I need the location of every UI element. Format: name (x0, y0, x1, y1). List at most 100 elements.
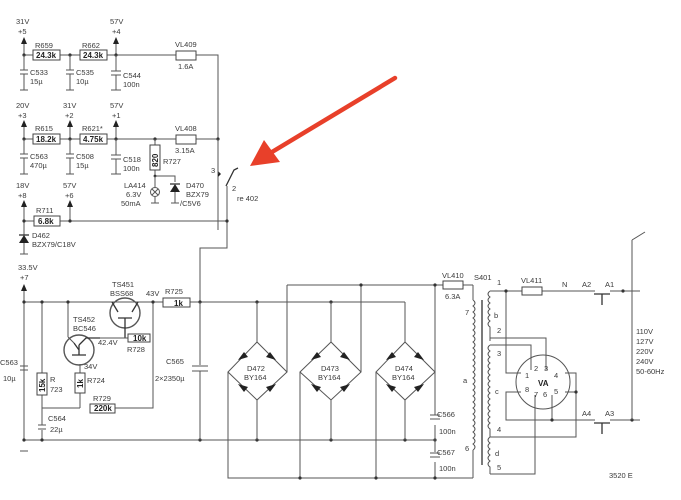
capacitor-c567: C567 100n (430, 448, 456, 473)
rail-31v-plus2: 31V +2 (63, 101, 76, 127)
svg-text:BZX79: BZX79 (186, 190, 209, 199)
svg-text:R727: R727 (163, 157, 181, 166)
svg-text:57V: 57V (110, 17, 123, 26)
svg-text:+1: +1 (112, 111, 121, 120)
svg-text:240V: 240V (636, 357, 654, 366)
zener-d462: D462 BZX79/C18V (19, 231, 76, 255)
svg-text:1: 1 (497, 278, 501, 287)
svg-text:15µ: 15µ (76, 161, 89, 170)
svg-text:1k: 1k (174, 299, 183, 308)
rail-20v-plus3: 20V +3 (16, 101, 29, 127)
rail-33v5-plus7: 33.5V +7 (18, 263, 38, 291)
svg-text:4: 4 (497, 425, 501, 434)
svg-text:+7: +7 (20, 273, 29, 282)
voltage-selector-va: VA 1 2 3 4 5 6 7 8 (515, 354, 571, 410)
svg-text:20V: 20V (16, 101, 29, 110)
svg-text:R725: R725 (165, 287, 183, 296)
svg-text:220k: 220k (94, 404, 112, 413)
svg-text:10µ: 10µ (76, 77, 89, 86)
svg-text:re 402: re 402 (237, 194, 258, 203)
svg-text:+2: +2 (65, 111, 74, 120)
voltage-43v: 43V (146, 289, 159, 298)
svg-text:723: 723 (50, 385, 63, 394)
svg-text:VA: VA (538, 379, 549, 388)
mains-switch: N A2 A1 A4 A3 (562, 280, 614, 434)
svg-text:7: 7 (534, 390, 538, 399)
svg-text:D472: D472 (247, 364, 265, 373)
svg-text:6: 6 (465, 444, 469, 453)
svg-text:A4: A4 (582, 409, 591, 418)
svg-text:+4: +4 (112, 27, 121, 36)
svg-text:TS451: TS451 (112, 280, 134, 289)
svg-text:100n: 100n (123, 164, 140, 173)
fuse-vl409: VL409 1.6A (175, 40, 197, 71)
svg-text:24.3k: 24.3k (83, 51, 104, 60)
svg-text:a: a (463, 376, 468, 385)
relay-contact-re402: 3 2 re 402 (199, 139, 258, 302)
svg-text:6.3V: 6.3V (126, 190, 141, 199)
svg-text:3: 3 (211, 166, 215, 175)
svg-text:4: 4 (554, 371, 558, 380)
rail-57v-plus6: 57V +6 (63, 181, 76, 207)
svg-text:R728: R728 (127, 345, 145, 354)
transistor-ts451: TS451 BSS68 (109, 280, 141, 338)
rail-57v-plus4: 57V +4 (110, 17, 123, 44)
svg-text:50mA: 50mA (121, 199, 141, 208)
svg-text:BY164: BY164 (318, 373, 341, 382)
svg-text:2: 2 (534, 364, 538, 373)
svg-text:15k: 15k (38, 378, 47, 392)
svg-text:18V: 18V (16, 181, 29, 190)
transistor-ts452: TS452 BC546 (63, 315, 100, 366)
resistor-r724: 1k R724 (74, 372, 105, 394)
svg-text:BY164: BY164 (392, 373, 415, 382)
svg-text:3.15A: 3.15A (175, 146, 195, 155)
transformer-s401: S401 7 a 6 b c d 1 2 3 4 5 (463, 273, 501, 478)
resistor-r621: R621* 4.75k (79, 124, 108, 145)
svg-text:10µ: 10µ (3, 374, 16, 383)
svg-text:4.75k: 4.75k (83, 135, 104, 144)
svg-text:BSS68: BSS68 (110, 289, 133, 298)
svg-text:110V: 110V (636, 327, 653, 336)
svg-text:R711: R711 (36, 206, 53, 215)
svg-text:2: 2 (232, 184, 236, 193)
svg-text:S401: S401 (474, 273, 492, 282)
svg-text:A1: A1 (605, 280, 614, 289)
capacitor-c535: C535 10µ (66, 55, 94, 91)
resistor-r662: R662 24.3k (79, 41, 108, 61)
capacitor-c564: C564 22µ (38, 414, 66, 434)
svg-text:127V: 127V (636, 337, 654, 346)
resistor-r711: R711 6.8k (33, 206, 61, 227)
svg-text:470µ: 470µ (30, 161, 48, 170)
svg-text:C567: C567 (437, 448, 455, 457)
resistor-r659: R659 24.3k (32, 41, 61, 61)
svg-text:BC546: BC546 (73, 324, 96, 333)
svg-text:VL411: VL411 (521, 276, 542, 285)
resistor-r727: 820 R727 (149, 139, 181, 182)
svg-text:31V: 31V (16, 17, 29, 26)
svg-text:N: N (562, 280, 567, 289)
svg-text:+8: +8 (18, 191, 27, 200)
svg-text:100n: 100n (123, 80, 140, 89)
svg-text:3: 3 (544, 364, 548, 373)
lamp-la414: LA414 6.3V 50mA (121, 176, 160, 208)
rail-18v-plus8: 18V +8 (16, 181, 29, 207)
svg-text:VL410: VL410 (442, 271, 464, 280)
supply-arrow-icon (21, 37, 27, 44)
resistor-r728: 10k R728 (127, 333, 151, 354)
svg-text:R615: R615 (35, 124, 53, 133)
svg-text:50-60Hz: 50-60Hz (636, 367, 665, 376)
svg-text:10k: 10k (133, 334, 147, 343)
svg-text:6.8k: 6.8k (38, 217, 54, 226)
svg-text:5: 5 (497, 463, 501, 472)
svg-text:+5: +5 (18, 27, 27, 36)
svg-text:TS452: TS452 (73, 315, 95, 324)
svg-text:+3: +3 (18, 111, 27, 120)
svg-text:D474: D474 (395, 364, 413, 373)
svg-text:R: R (50, 375, 56, 384)
resistor-r725: R725 1k (162, 287, 191, 308)
svg-text:5: 5 (554, 387, 558, 396)
svg-text:b: b (494, 311, 498, 320)
bridge-rectifier-d472: D472 BY164 (227, 341, 288, 401)
svg-text:1.6A: 1.6A (178, 62, 193, 71)
svg-text:C563: C563 (30, 152, 48, 161)
